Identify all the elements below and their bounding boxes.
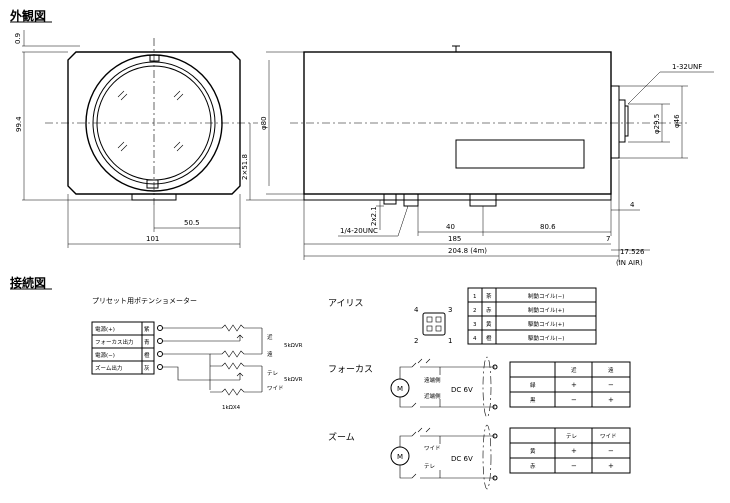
iris-row-1-color: 茶 <box>486 292 492 300</box>
iris-pin-3: 3 <box>448 306 452 314</box>
focus-row-2-wire: 黒 <box>530 397 536 404</box>
zoom-head-tele: テレ <box>566 433 577 440</box>
dim-17-526: 17.526 <box>620 248 645 256</box>
focus-title: フォーカス <box>328 364 373 375</box>
in-air-label: (IN AIR) <box>616 259 643 267</box>
dim-99-4: 99.4 <box>15 116 23 132</box>
zoom-row-1-b: − <box>608 447 614 455</box>
focus-row-1-a: + <box>571 381 577 389</box>
iris-row-1-func: 制動コイル(−) <box>528 292 564 300</box>
wiring-heading: 接続図 <box>10 275 46 290</box>
zoom-row-2-b: + <box>608 462 614 470</box>
iris-section: アイリス 4 3 2 1 1 茶 制動コイル(−) 2 赤 制動コイル(+) 3… <box>328 287 597 345</box>
dim-40: 40 <box>446 223 455 231</box>
focus-motor: M <box>397 385 403 393</box>
zoom-head-wide: ワイド <box>600 433 617 440</box>
focus-sw1: 遠端側 <box>424 376 441 384</box>
tripod-thread: 1/4-20UNC <box>340 227 378 235</box>
dim-phi-46: φ46 <box>673 114 681 128</box>
preset-far: 遠 <box>267 350 273 358</box>
preset-row-1-label: 電源(+) <box>95 325 115 333</box>
iris-row-1-no: 1 <box>473 294 477 300</box>
focus-row-2-b: + <box>608 396 614 404</box>
zoom-voltage: DC 6V <box>451 455 473 463</box>
front-view: 0.9 99.4 50.5 101 <box>14 30 258 248</box>
zoom-title: ズーム <box>328 431 355 443</box>
dim-185: 185 <box>448 235 461 243</box>
iris-row-4-func: 駆動コイル(−) <box>528 334 564 342</box>
focus-section: フォーカス M 遠端側 近端側 DC 6V 近 遠 緑 + − 黒 − + <box>328 356 631 418</box>
dim-phi-29-5: φ29.5 <box>653 114 661 134</box>
iris-row-4-color: 橙 <box>486 334 492 342</box>
preset-title: プリセット用ポテンショメーター <box>92 296 197 305</box>
iris-row-3-color: 黄 <box>486 320 492 328</box>
preset-near: 近 <box>267 333 273 341</box>
preset-pot1: 5kΩVR <box>284 343 303 349</box>
focus-row-1-wire: 緑 <box>530 381 536 389</box>
preset-row-4-label: ズーム出力 <box>95 364 122 372</box>
zoom-row-1-a: + <box>571 447 577 455</box>
zoom-row-2-a: − <box>571 462 577 470</box>
preset-row-3-label: 電源(−) <box>95 351 115 359</box>
iris-row-3-no: 3 <box>473 322 477 328</box>
focus-row-1-b: − <box>608 381 614 389</box>
side-view: φ80 2×51.8 1-32UNF φ29.5 φ46 4 2x2.1 <box>241 45 714 267</box>
zoom-sw2: テレ <box>424 463 435 470</box>
iris-pin-4: 4 <box>414 306 419 314</box>
zoom-row-1-wire: 黄 <box>530 447 536 455</box>
preset-pot2: 5kΩVR <box>284 377 303 383</box>
preset-row-1-color: 紫 <box>144 326 150 333</box>
focus-voltage: DC 6V <box>451 386 473 394</box>
zoom-sw1: ワイド <box>424 445 441 452</box>
preset-potentiometer: プリセット用ポテンショメーター 電源(+) 紫 フォーカス出力 青 電源(−) … <box>91 296 303 411</box>
dim-50-5: 50.5 <box>184 219 200 227</box>
iris-row-2-color: 赤 <box>486 306 492 314</box>
preset-row-3-color: 橙 <box>144 351 150 359</box>
iris-pin-2: 2 <box>414 337 418 345</box>
iris-pin-1: 1 <box>448 337 452 345</box>
dim-2x51-8: 2×51.8 <box>241 154 249 180</box>
dim-0-9: 0.9 <box>14 33 22 44</box>
iris-row-2-func: 制動コイル(+) <box>528 306 564 314</box>
thread-1-32unf: 1-32UNF <box>672 63 702 71</box>
focus-head-near: 近 <box>571 366 577 374</box>
preset-row-2-color: 青 <box>144 338 150 346</box>
iris-row-4-no: 4 <box>473 336 477 342</box>
iris-row-3-func: 駆動コイル(+) <box>528 320 564 328</box>
focus-row-2-a: − <box>571 396 577 404</box>
zoom-section: ズーム M ワイド テレ DC 6V テレ ワイド 黄 + − 赤 − + <box>328 424 631 490</box>
preset-tele: テレ <box>267 370 278 377</box>
preset-resistor: 1kΩX4 <box>222 405 241 411</box>
dim-4: 4 <box>630 201 635 209</box>
dim-7: 7 <box>606 235 610 243</box>
dim-phi-80: φ80 <box>260 116 268 130</box>
dim-2x2-1: 2x2.1 <box>370 206 378 226</box>
exterior-heading: 外観図 <box>10 8 46 23</box>
iris-title: アイリス <box>328 299 364 309</box>
preset-wide: ワイド <box>267 385 284 392</box>
focus-head-far: 遠 <box>608 366 614 374</box>
preset-row-4-color: 灰 <box>144 364 150 372</box>
focus-sw2: 近端側 <box>424 392 441 400</box>
dim-204-8: 204.8 (4m) <box>448 247 487 255</box>
dim-101: 101 <box>146 235 159 243</box>
dim-80-6: 80.6 <box>540 223 556 231</box>
preset-row-2-label: フォーカス出力 <box>95 338 134 346</box>
iris-row-2-no: 2 <box>473 308 477 314</box>
zoom-row-2-wire: 赤 <box>530 462 536 470</box>
zoom-motor: M <box>397 453 403 461</box>
